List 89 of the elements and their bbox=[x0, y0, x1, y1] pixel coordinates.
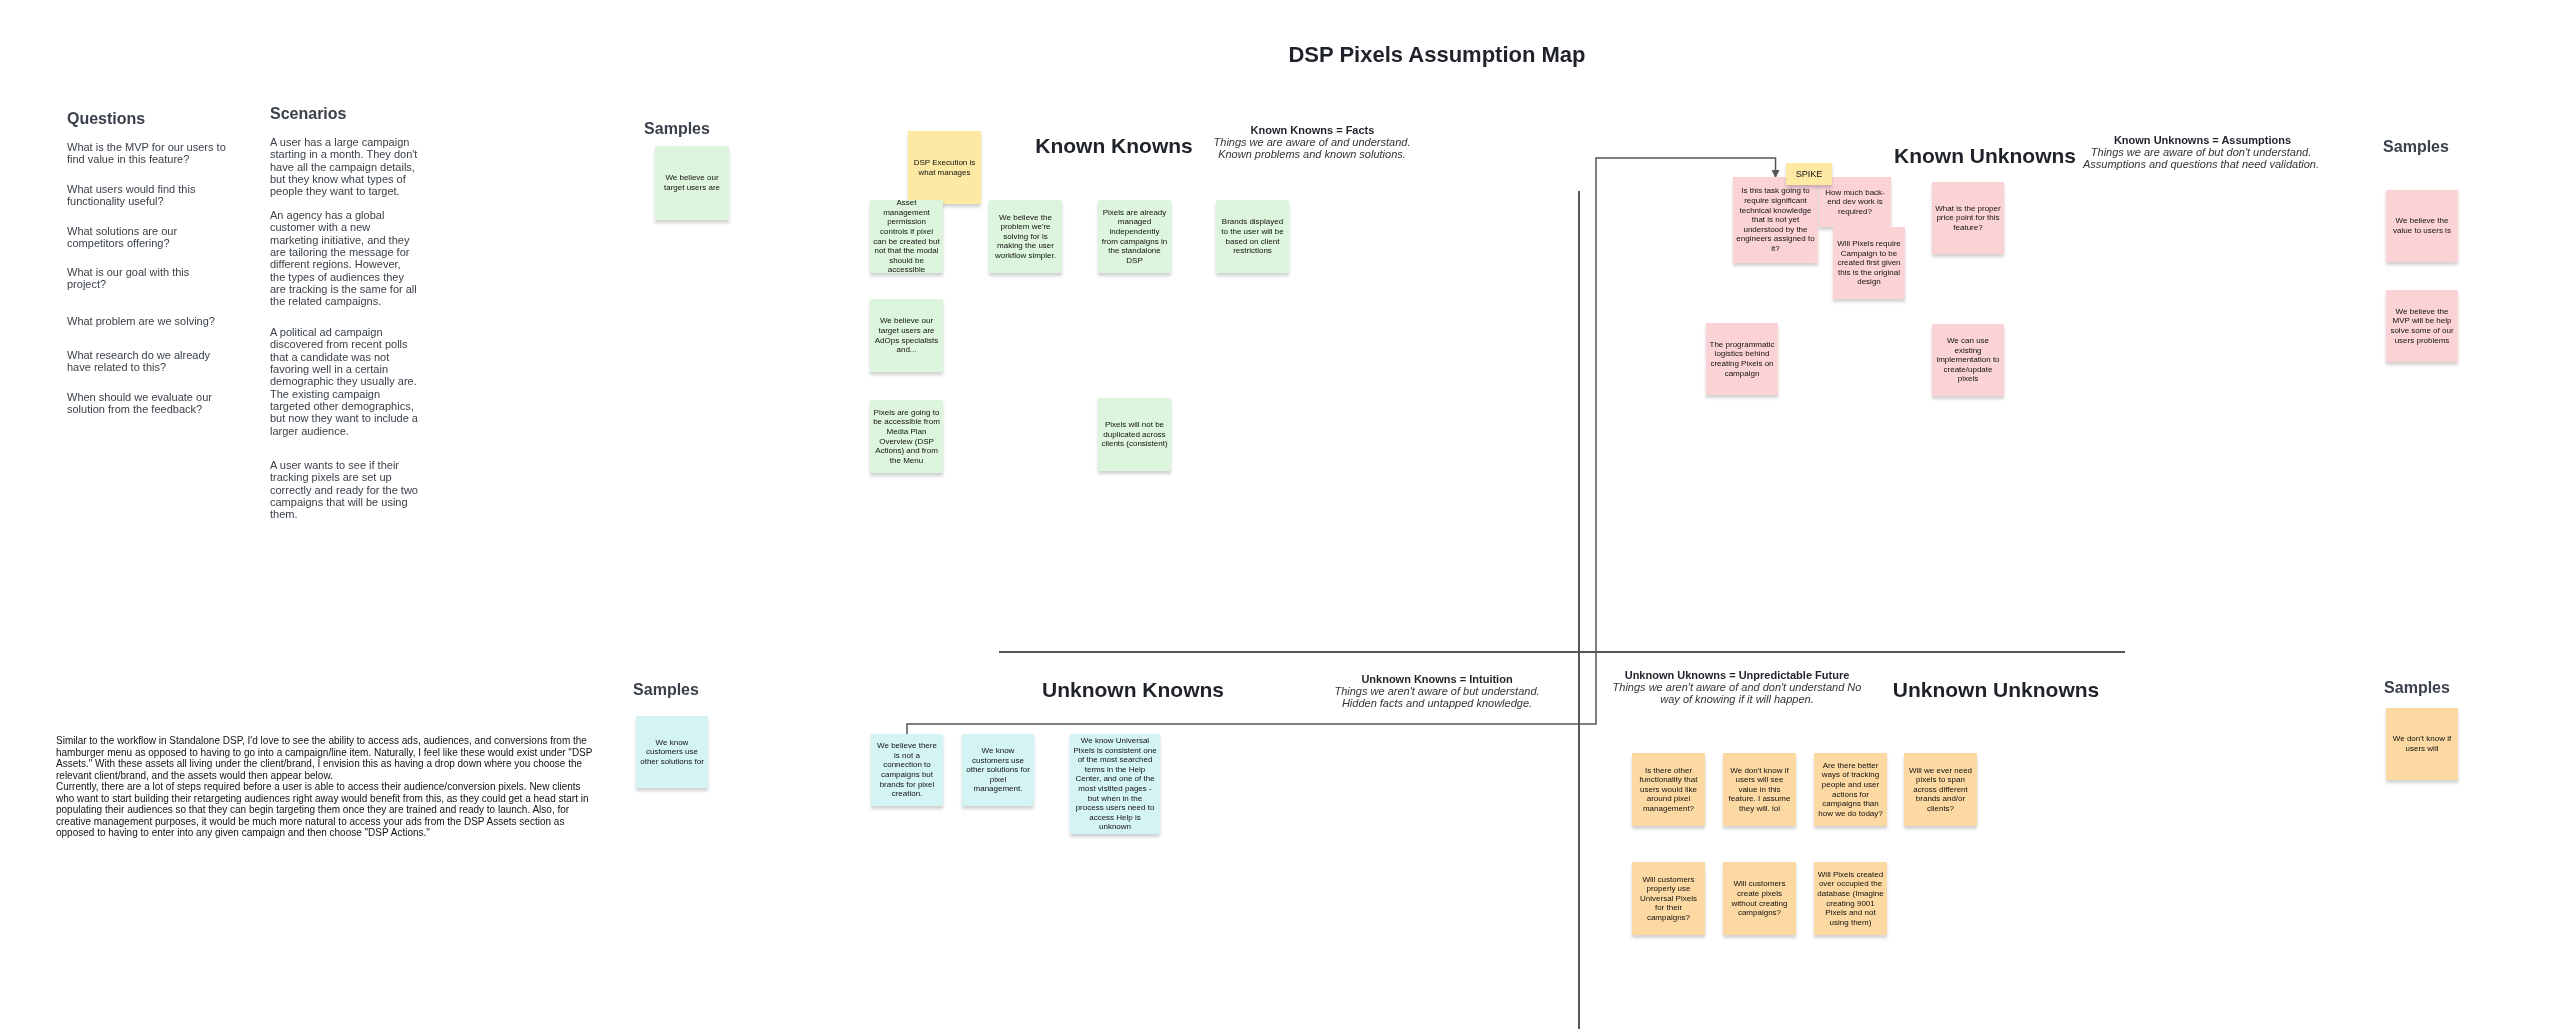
sticky-note bbox=[1786, 163, 1832, 185]
note-text: SPIKE bbox=[1795, 168, 1823, 180]
sticky-note bbox=[1632, 753, 1705, 826]
note-text: We believe there is not a connection to campaigns but brands for pixel creation. bbox=[876, 741, 938, 799]
note-text: Is this task going to require significant technical knowledge that is not yet understood by the engineers assigned to it? bbox=[1736, 186, 1815, 254]
scenario-text: A user wants to see if their tracking pixels are set up correctly and ready for the two campaigns that will be using them. bbox=[270, 459, 418, 521]
notes-paragraph: Similar to the workflow in Standalone DSP, I'd love to see the ability to access ads, audiences, and conversions from the hamburger menu as opposed to having to go into a campaign/line item. Naturally, I feel like these would exist under "DSP Assets." With these assets all living under the client/brand, I envision this as having a drop down where you choose the relevant client/brand, and the assets would then appear below. bbox=[56, 735, 594, 781]
sticky-note bbox=[636, 716, 708, 788]
sticky-note bbox=[1932, 182, 2004, 254]
note-text: The programmatic logistics behind creating Pixels on campaign bbox=[1709, 339, 1775, 379]
sticky-note bbox=[1733, 177, 1818, 263]
note-text: We believe the problem we're solving for is making the user workflow simpler. bbox=[994, 212, 1057, 261]
sticky-note bbox=[1632, 862, 1705, 935]
scenario-text: A political ad campaign discovered from recent polls that a candidate was not favoring well in a certain demographic they usually are. The existing campaign targeted other demographics, but now they want to include a larger audience. bbox=[270, 326, 418, 437]
question-text: When should we evaluate our solution from the feedback? bbox=[67, 391, 213, 416]
note-text: We believe our target users are bbox=[663, 173, 721, 193]
note-text: We believe the MVP will be help solve some of our users problems bbox=[2389, 306, 2455, 346]
quadrant-definition: Unknown Uknowns = Unpredictable Future bbox=[1623, 669, 1851, 681]
note-text: Is there other functionality that users would like around pixel management? bbox=[1638, 765, 1699, 814]
notes-paragraph: Currently, there are a lot of steps required before a user is able to access their audience/conversion pixels. New clients who want to start building their retargeting audiences right away would benefit from this, as they could get a head start in populating their audiences so that they can begin targeting them once they are trained and ready to launch. Also, for creative management purposes, it would be much more natural to access your ads from the DSP Assets section as opposed to having to enter into any given campaign and then choose "DSP Actions." bbox=[56, 781, 590, 839]
section-heading: Scenarios bbox=[270, 105, 348, 123]
sticky-note bbox=[1833, 227, 1905, 299]
sticky-note bbox=[1216, 200, 1289, 273]
section-heading: Samples bbox=[2382, 138, 2450, 156]
note-text: We know customers use other solutions for bbox=[639, 737, 705, 767]
quadrant-description: Things we aren't aware of and don't understand No way of knowing if it will happen. bbox=[1611, 681, 1863, 706]
sticky-note bbox=[1819, 177, 1891, 227]
note-text: Will Pixels created over occupied the database (Imagine creating 9001 Pixels and not using them) bbox=[1817, 869, 1884, 928]
note-text: We believe our target users are AdOps specialists and... bbox=[873, 316, 940, 355]
note-text: Are there better ways of tracking people and user actions for campaigns than how we do today? bbox=[1817, 760, 1884, 819]
question-text: What problem are we solving? bbox=[67, 315, 216, 328]
quadrant-description: Things we are aware of but don't understand. Assumptions and questions that need validation. bbox=[2081, 146, 2320, 171]
sticky-note bbox=[1098, 200, 1171, 273]
sticky-note bbox=[1932, 324, 2004, 396]
note-text: Pixels are already managed independently from campaigns in the standalone DSP bbox=[1101, 207, 1168, 266]
note-text: Will Pixels require Campaign to be created first given this is the original design bbox=[1836, 239, 1902, 287]
sticky-note bbox=[655, 146, 729, 220]
note-text: We can use existing implementation to create/update pixels bbox=[1935, 336, 2001, 384]
note-text: Brands displayed to the user will be based on client restrictions bbox=[1220, 217, 1285, 256]
sticky-note bbox=[2386, 708, 2458, 780]
question-text: What research do we already have related to this? bbox=[67, 349, 212, 374]
sticky-note bbox=[1814, 862, 1887, 935]
note-text: Pixels are going to be accessible from Media Plan Overview (DSP Actions) and from the Menu bbox=[873, 407, 940, 466]
sticky-note bbox=[1814, 753, 1887, 826]
scenario-text: A user has a large campaign starting in a month. They don't have all the campaign details, but they know what types of people they want to target. bbox=[270, 136, 418, 198]
page-title: DSP Pixels Assumption Map bbox=[1287, 42, 1587, 68]
quadrant-description: Things we aren't aware of but understand. Hidden facts and untapped knowledge. bbox=[1333, 685, 1541, 710]
quadrant-definition: Unknown Knowns = Intuition bbox=[1360, 673, 1514, 685]
sticky-note bbox=[1904, 753, 1977, 826]
note-text: We know Universal Pixels is consistent one of the most searched terms in the Help Center, and one of the most vistited pages - but when in the process users need to access Help is unknown bbox=[1073, 736, 1157, 832]
quadrant-description: Things we are aware of and understand. Known problems and known solutions. bbox=[1212, 136, 1412, 161]
sticky-note bbox=[989, 200, 1062, 273]
note-text: Pixels will not be duplicated across clients (consistent) bbox=[1101, 420, 1168, 449]
note-text: Will customers properly use Universal Pixels for their campaigns? bbox=[1639, 874, 1698, 923]
quadrant-definition: Known Knowns = Facts bbox=[1249, 124, 1376, 136]
sticky-note bbox=[870, 299, 943, 372]
scenario-text: An agency has a global customer with a new marketing initiative, and they are tailoring the message for different regions. However, the types of audiences they are tracking is the same for all the related campaigns. bbox=[270, 209, 418, 308]
note-text: Asset management permission controls if pixel can be created but not that the modal should be accessible bbox=[873, 198, 940, 275]
sticky-note bbox=[1706, 323, 1778, 395]
question-text: What is the MVP for our users to find value in this feature? bbox=[67, 141, 227, 166]
note-text: How much back-end dev work is required? bbox=[1824, 187, 1886, 217]
note-text: Will customers create pixels without creating campaigns? bbox=[1730, 879, 1789, 918]
sticky-note bbox=[1098, 398, 1171, 471]
note-text: We don't know if users will see value in this feature. I assume they will. lol bbox=[1727, 765, 1792, 814]
section-heading: Samples bbox=[643, 120, 711, 138]
section-heading: Questions bbox=[67, 110, 147, 128]
quadrant-title: Unknown Knowns bbox=[1041, 678, 1225, 702]
quadrant-title: Unknown Unknowns bbox=[1891, 678, 2101, 702]
note-text: DSP Execution is what manages bbox=[912, 157, 977, 178]
quadrant-title: Known Knowns bbox=[1035, 134, 1193, 158]
sticky-note bbox=[2386, 190, 2458, 262]
sticky-note bbox=[1723, 862, 1796, 935]
question-text: What users would find this functionality useful? bbox=[67, 183, 197, 208]
note-text: We know customers use other solutions for pixel management. bbox=[965, 746, 1031, 794]
question-text: What is our goal with this project? bbox=[67, 266, 191, 291]
note-text: What is the proper price point for this feature? bbox=[1935, 203, 2001, 233]
quadrant-definition: Known Unknowns = Assumptions bbox=[2112, 134, 2293, 146]
sticky-note bbox=[871, 734, 943, 806]
section-heading: Samples bbox=[632, 681, 700, 699]
note-text: Will we ever need pixels to span across different brands and/or clients? bbox=[1907, 765, 1974, 814]
sticky-note bbox=[1723, 753, 1796, 826]
question-text: What solutions are our competitors offering? bbox=[67, 225, 179, 250]
sticky-note bbox=[2386, 290, 2458, 362]
sticky-note bbox=[962, 734, 1034, 806]
note-text: We don't know if users will bbox=[2391, 734, 2453, 754]
section-heading: Samples bbox=[2383, 679, 2451, 697]
sticky-note bbox=[870, 400, 943, 473]
connector-arrow bbox=[906, 157, 1780, 735]
note-text: We believe the value to users is bbox=[2392, 216, 2452, 236]
